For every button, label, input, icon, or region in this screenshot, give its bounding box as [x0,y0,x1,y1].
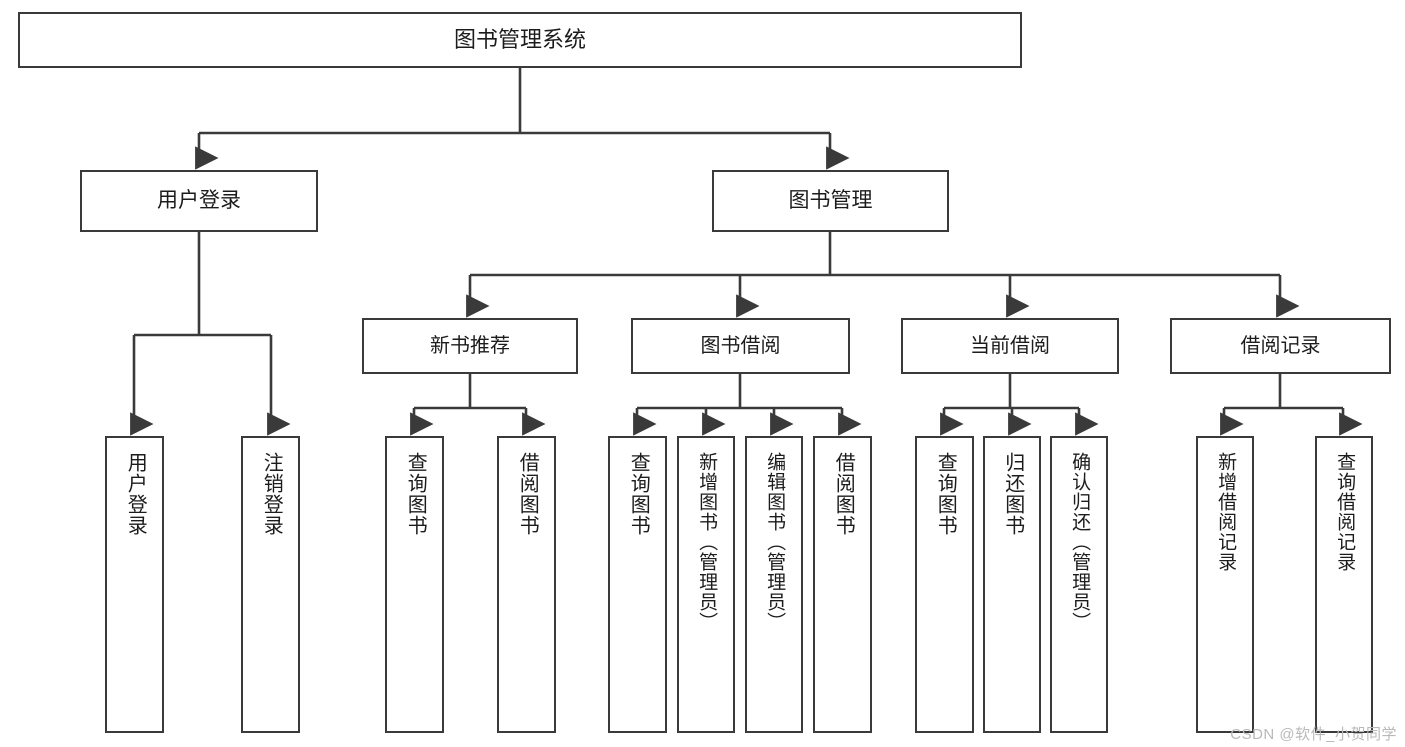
leaf-edit-book-admin-label: 编辑图书（管理员） [764,452,786,632]
leaf-return-book[interactable]: 归还图书 [983,436,1041,733]
leaf-return-book-label: 归还图书 [1001,452,1024,536]
node-book-management[interactable]: 图书管理 [712,170,949,232]
node-current-borrow-label: 当前借阅 [970,334,1050,357]
leaf-query-book-current-label: 查询图书 [934,452,957,536]
leaf-confirm-return-admin-label: 确认归还（管理员） [1069,452,1091,632]
node-current-borrow[interactable]: 当前借阅 [901,318,1119,374]
leaf-edit-book-admin[interactable]: 编辑图书（管理员） [745,436,803,733]
node-new-book-recommend[interactable]: 新书推荐 [362,318,578,374]
node-user-login[interactable]: 用户登录 [80,170,318,232]
leaf-borrow-book-recommend[interactable]: 借阅图书 [497,436,556,733]
leaf-borrow-book-recommend-label: 借阅图书 [516,452,539,536]
leaf-borrow-book[interactable]: 借阅图书 [813,436,872,733]
leaf-add-borrow-record-label: 新增借阅记录 [1215,452,1237,572]
node-borrow-record[interactable]: 借阅记录 [1170,318,1391,374]
leaf-logout[interactable]: 注销登录 [241,436,300,733]
leaf-query-book-current[interactable]: 查询图书 [915,436,974,733]
leaf-query-book-recommend-label: 查询图书 [404,452,427,536]
node-new-book-recommend-label: 新书推荐 [430,334,510,357]
leaf-user-login[interactable]: 用户登录 [105,436,164,733]
leaf-query-book-recommend[interactable]: 查询图书 [385,436,444,733]
node-borrow-record-label: 借阅记录 [1240,334,1321,357]
leaf-query-book-borrow[interactable]: 查询图书 [608,436,667,733]
watermark: CSDN @软件_小贺同学 [1230,726,1397,743]
leaf-logout-label: 注销登录 [260,452,283,536]
leaf-user-login-label: 用户登录 [124,452,147,536]
node-book-borrow[interactable]: 图书借阅 [631,318,850,374]
node-user-login-label: 用户登录 [157,189,241,213]
node-book-borrow-label: 图书借阅 [700,334,781,357]
leaf-borrow-book-label: 借阅图书 [832,452,855,536]
leaf-query-borrow-record-label: 查询借阅记录 [1334,452,1356,572]
node-root-label: 图书管理系统 [453,26,586,52]
leaf-query-borrow-record[interactable]: 查询借阅记录 [1315,436,1373,733]
leaf-add-book-admin-label: 新增图书（管理员） [696,452,718,632]
leaf-add-book-admin[interactable]: 新增图书（管理员） [677,436,735,733]
node-root[interactable]: 图书管理系统 [18,12,1022,68]
leaf-add-borrow-record[interactable]: 新增借阅记录 [1196,436,1254,733]
node-book-management-label: 图书管理 [788,189,873,213]
leaf-query-book-borrow-label: 查询图书 [627,452,650,536]
leaf-confirm-return-admin[interactable]: 确认归还（管理员） [1050,436,1108,733]
